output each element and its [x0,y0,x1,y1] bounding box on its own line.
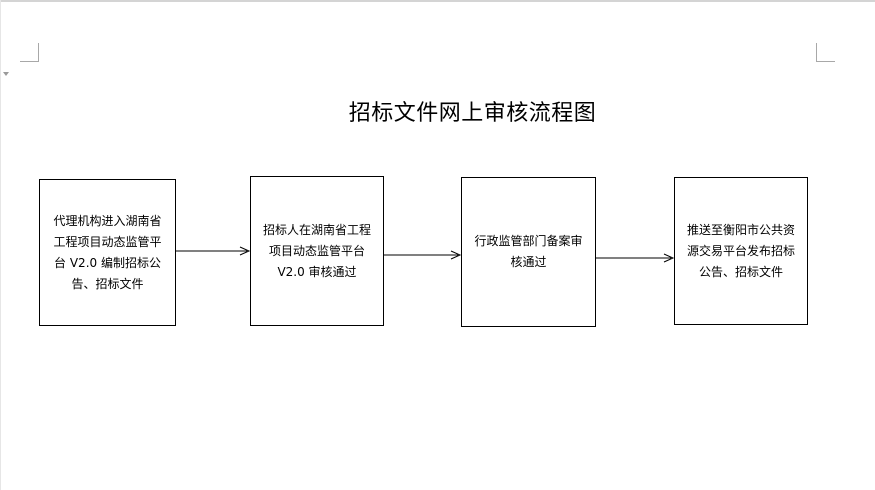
collapse-triangle-icon[interactable] [3,72,9,76]
margin-corner-mark-top-right [816,43,835,62]
flow-step-1[interactable]: 代理机构进入湖南省工程项目动态监管平台 V2.0 编制招标公告、招标文件 [39,179,176,326]
flow-step-3-text: 行政监管部门备案审核通过 [474,234,583,269]
page-left-edge [0,0,1,490]
flow-step-1-text: 代理机构进入湖南省工程项目动态监管平台 V2.0 编制招标公告、招标文件 [53,213,162,291]
arrow-2-to-3-head [450,250,462,260]
arrow-3-to-4-head [663,253,675,263]
page-top-edge [0,0,875,2]
document-title[interactable]: 招标文件网上审核流程图 [348,101,597,126]
flow-step-3[interactable]: 行政监管部门备案审核通过 [461,177,596,327]
margin-corner-mark-top-left [20,43,39,62]
arrow-1-to-2-head [239,246,251,256]
flow-step-2[interactable]: 招标人在湖南省工程项目动态监管平台 V2.0 审核通过 [250,176,384,326]
flow-step-4[interactable]: 推送至衡阳市公共资源交易平台发布招标公告、招标文件 [674,177,808,325]
flow-step-4-text: 推送至衡阳市公共资源交易平台发布招标公告、招标文件 [686,222,795,279]
flow-step-2-text: 招标人在湖南省工程项目动态监管平台 V2.0 审核通过 [262,222,371,279]
